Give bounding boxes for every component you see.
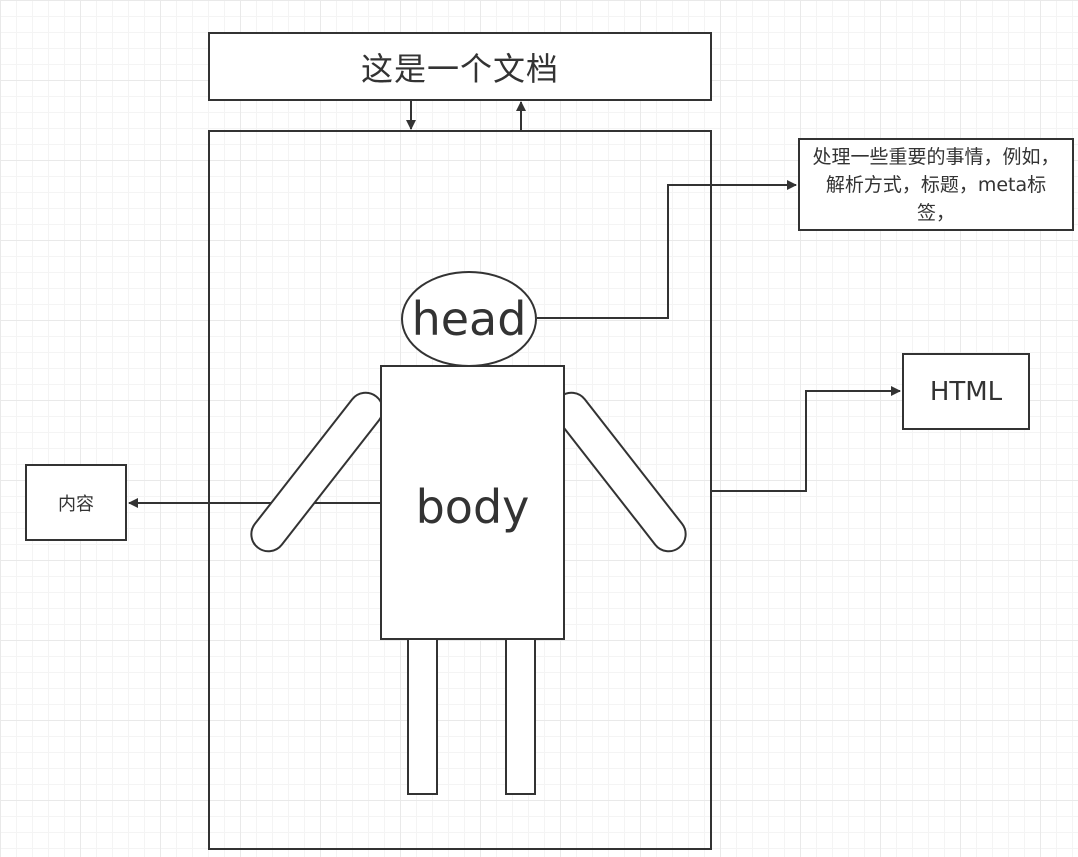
head-note-text: 处理一些重要的事情，例如，解析方式，标题，meta标签，: [812, 145, 1060, 224]
body-label: body: [415, 480, 530, 534]
connector-document-to-html: [712, 386, 901, 492]
document-title-box: 这是一个文档: [208, 32, 712, 101]
document-frame: [208, 130, 712, 850]
html-box: HTML: [902, 353, 1030, 430]
right-leg: [505, 638, 536, 795]
body-shape: body: [380, 365, 565, 640]
head-shape: head: [401, 271, 537, 367]
connector-head-to-note: [537, 180, 797, 319]
document-title: 这是一个文档: [360, 49, 559, 88]
content-label: 内容: [58, 493, 94, 515]
head-label: head: [411, 292, 527, 346]
left-leg: [407, 638, 438, 795]
html-label: HTML: [929, 376, 1003, 407]
head-note-box: 处理一些重要的事情，例如，解析方式，标题，meta标签，: [798, 138, 1074, 231]
content-box: 内容: [25, 464, 127, 541]
